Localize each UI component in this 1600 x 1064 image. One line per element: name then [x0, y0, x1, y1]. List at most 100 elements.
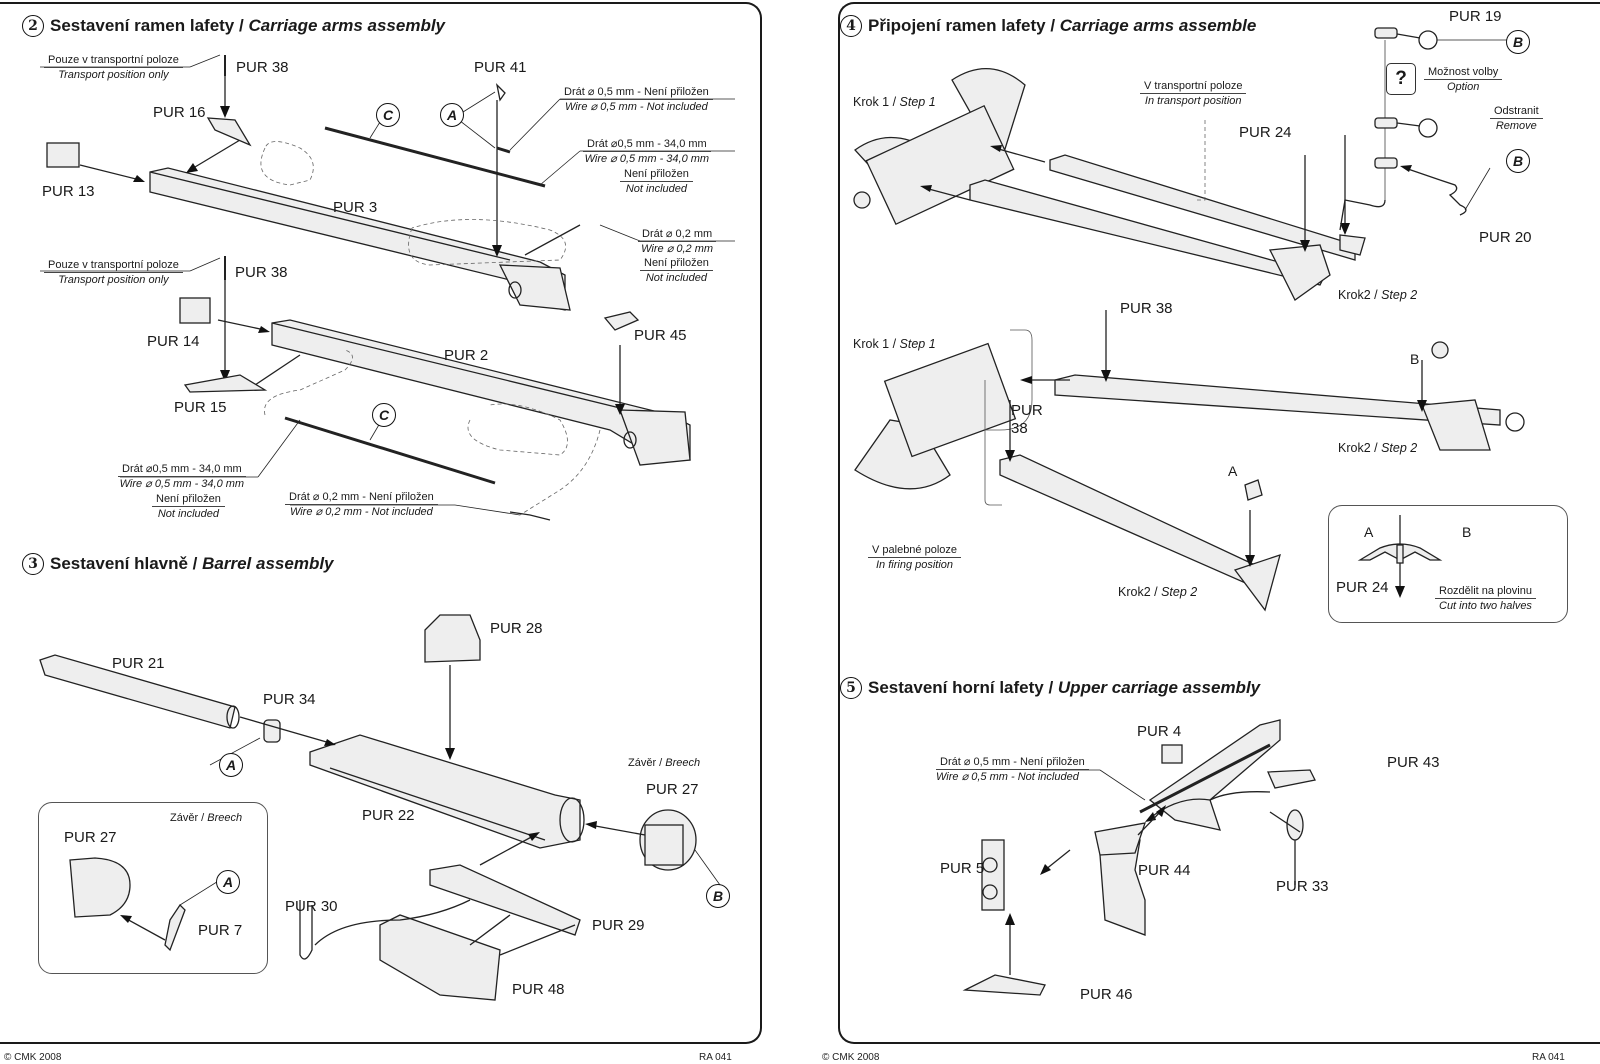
page-frame [838, 2, 1600, 1044]
letter-b: B [1410, 351, 1420, 367]
part-label: PUR 38 [236, 59, 289, 76]
section-number: 4 [840, 15, 862, 37]
parts-sec2-lower [179, 256, 640, 521]
section-number: 3 [22, 553, 44, 575]
right-page: 4 Připojení ramen lafety / Carriage arms… [800, 0, 1600, 1064]
wire-pur3-rod [324, 126, 546, 188]
part-label: PUR 3 [333, 199, 378, 216]
part-label: PUR 28 [490, 620, 543, 637]
part-label: PUR 30 [285, 898, 338, 915]
part-label: PUR 46 [1080, 986, 1133, 1003]
inset-cut-halves [1328, 505, 1568, 623]
badge-b: B [1506, 149, 1530, 173]
arrows-sec3 [209, 665, 721, 956]
part-label: PUR 41 [474, 59, 527, 76]
step-label: Krok2 / Step 2 [1338, 441, 1418, 455]
option-chain [1339, 27, 1510, 231]
part-label: PUR 4 [1137, 723, 1182, 740]
title-english: Barrel assembly [202, 554, 334, 573]
part-label: PUR 15 [174, 399, 227, 416]
copyright: © CMK 2008 [4, 1052, 62, 1063]
title-czech: Připojení ramen lafety / [868, 16, 1060, 35]
section-4-title: 4 Připojení ramen lafety / Carriage arms… [840, 15, 1256, 37]
section-2-title: 2 Sestavení ramen lafety / Carriage arms… [22, 15, 445, 37]
page-code: RA 041 [1532, 1052, 1565, 1063]
badge-b: B [706, 884, 730, 908]
arm-pur3 [149, 167, 571, 311]
part-label: PUR 19 [1449, 8, 1502, 25]
badge-a: A [219, 753, 243, 777]
copyright: © CMK 2008 [822, 1052, 880, 1063]
part-label: PUR 22 [362, 807, 415, 824]
badge-a: A [440, 103, 464, 127]
section-5-title: 5 Sestavení horní lafety / Upper carriag… [840, 677, 1260, 699]
letter-b: B [1462, 524, 1472, 540]
part-label: PUR 5 [940, 860, 985, 877]
part-label: PUR 24 [1239, 124, 1292, 141]
step-label: Krok2 / Step 2 [1338, 288, 1418, 302]
part-label: PUR 14 [147, 333, 200, 350]
barrel-pur21 [39, 654, 240, 729]
title-czech: Sestavení hlavně / [50, 554, 203, 573]
arms-transport [920, 120, 1366, 301]
part-label: PUR 2 [444, 347, 489, 364]
part-label: PUR 24 [1336, 579, 1389, 596]
cut-halves-art [1357, 515, 1443, 598]
wire-pur2-rod [284, 416, 496, 485]
question-icon: ? [1386, 63, 1416, 95]
part-label: PUR 38 [235, 264, 288, 281]
part-label: PUR 27 [646, 781, 699, 798]
part-label: PUR 16 [153, 104, 206, 121]
step-label: Krok2 / Step 2 [1118, 585, 1198, 599]
carriage-firing [854, 329, 1033, 506]
letter-a: A [1364, 524, 1374, 540]
parts-sec3 [263, 614, 697, 1001]
breech-label: Závěr / Breech [628, 757, 701, 769]
part-label: PUR 43 [1387, 754, 1440, 771]
barrel-pur22 [309, 734, 585, 849]
letter-a: A [1228, 463, 1238, 479]
section-3-title: 3 Sestavení hlavně / Barrel assembly [22, 553, 334, 575]
section-number: 5 [840, 677, 862, 699]
title-english: Carriage arms assemble [1059, 16, 1257, 35]
part-label: PUR 20 [1479, 229, 1532, 246]
badge-b: B [1506, 30, 1530, 54]
step-label: Krok 1 / Step 1 [853, 337, 936, 351]
title-english: Carriage arms assembly [248, 16, 445, 35]
title-english: Upper carriage assembly [1057, 678, 1261, 697]
part-label: PUR 33 [1276, 878, 1329, 895]
page-code: RA 041 [699, 1052, 732, 1063]
title-czech: Sestavení horní lafety / [868, 678, 1058, 697]
arms-firing [999, 310, 1525, 612]
part-label: PUR 48 [512, 981, 565, 998]
arrows-sec2-lower [217, 280, 625, 516]
part-label: PUR 27 [64, 829, 117, 846]
breech-label: Závěr / Breech [170, 812, 243, 824]
title-czech: Sestavení ramen lafety / [50, 16, 249, 35]
left-diagram-artwork [39, 54, 735, 1001]
part-label: PUR 34 [263, 691, 316, 708]
step-label: Krok 1 / Step 1 [853, 95, 936, 109]
part-label: PUR 29 [592, 917, 645, 934]
part-label: PUR 13 [42, 183, 95, 200]
badge-c: C [376, 103, 400, 127]
parts-sec2-upper [46, 55, 511, 168]
part-label: PUR 44 [1138, 862, 1191, 879]
section-number: 2 [22, 15, 44, 37]
